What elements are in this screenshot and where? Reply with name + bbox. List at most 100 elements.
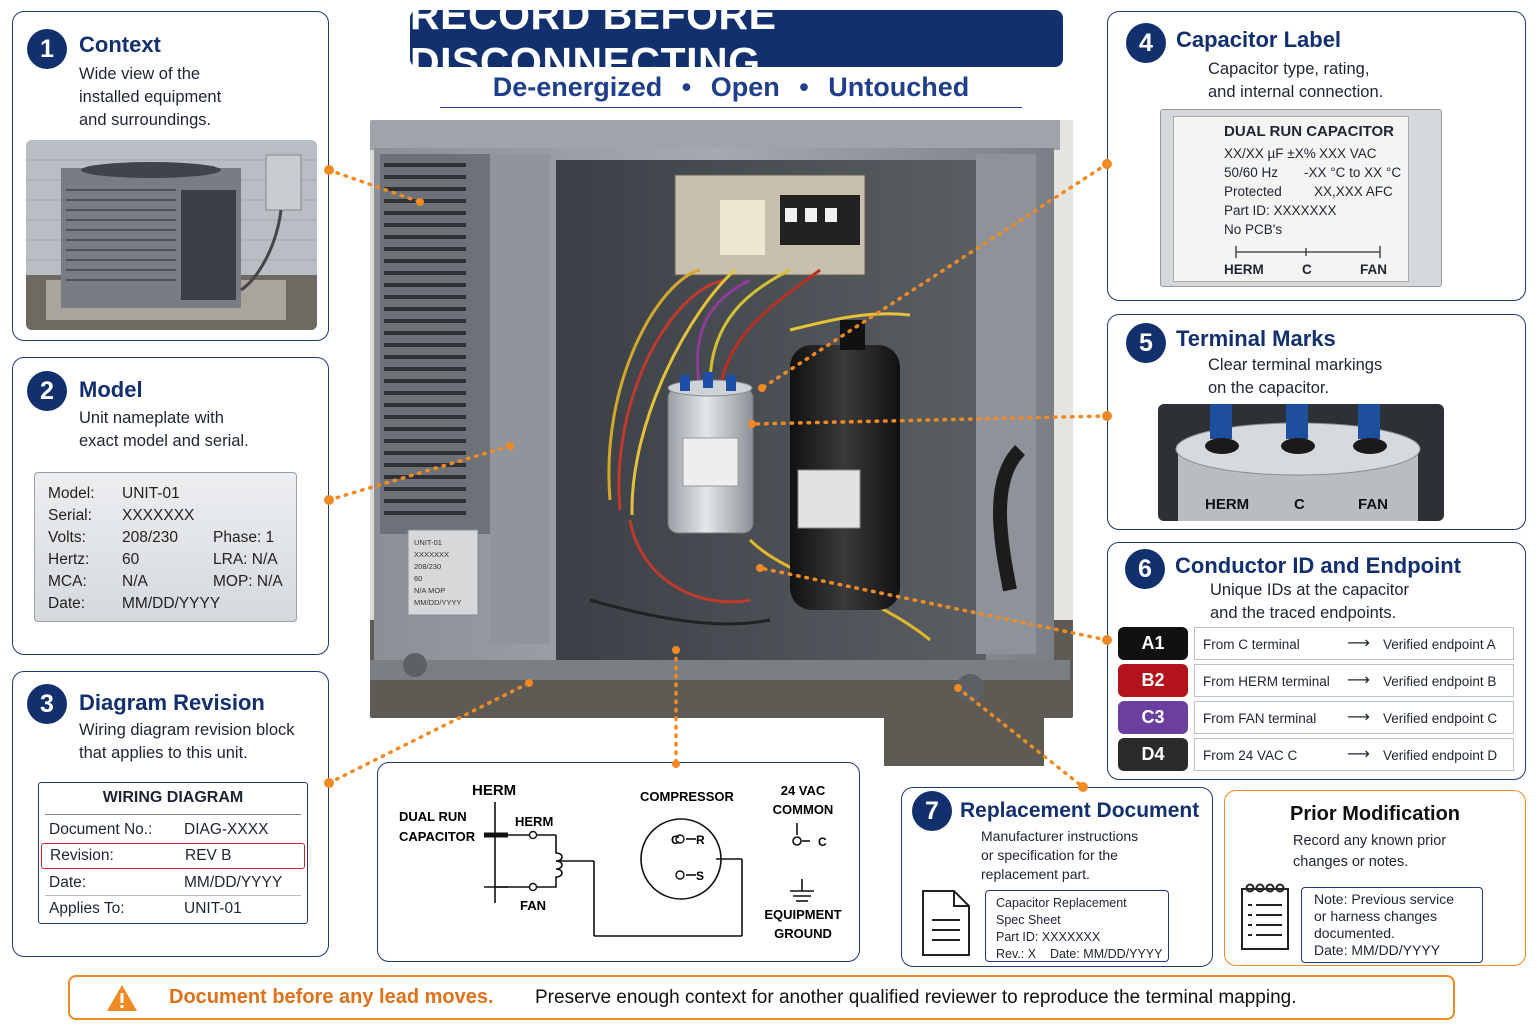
card-description: Unit nameplate with exact model and seri… (79, 409, 249, 450)
schematic-vac-c: C (818, 835, 827, 849)
photo-corner-strip (884, 718, 1044, 766)
card-title: Prior Modification (1290, 803, 1460, 825)
doc-line: Spec Sheet (996, 913, 1061, 927)
lra-label: LRA: N/A (213, 551, 278, 568)
warning-icon (107, 985, 137, 1011)
mca-value: N/A (122, 573, 148, 590)
conductor-from: From FAN terminal (1203, 711, 1317, 726)
row-label: Applies To: (49, 900, 125, 917)
card-terminal-marks: 5 Terminal Marks Clear terminal markings… (1107, 314, 1526, 530)
prior-note: Note: Previous service or harness change… (1301, 887, 1483, 963)
card-model: 2 Model Unit nameplate with exact model … (12, 357, 329, 655)
card-title: Diagram Revision (79, 690, 265, 715)
footer-warning: Document before any lead moves. Preserve… (68, 975, 1455, 1020)
doc-line: Rev.: X Date: MM/DD/YYYY (996, 947, 1163, 961)
schematic-c-terminal: C (671, 833, 680, 847)
warning-bold: Document before any lead moves. (169, 986, 494, 1008)
step-number: 5 (1126, 323, 1166, 363)
label-terminal-fan: FAN (1360, 262, 1387, 277)
conductor-from: From C terminal (1203, 637, 1300, 652)
card-title: Model (79, 377, 143, 402)
schematic-r-terminal: R (696, 833, 705, 847)
step-number: 4 (1126, 23, 1166, 63)
label-part-id: Part ID: XXXXXXX (1224, 203, 1337, 218)
terminal-mark-herm: HERM (1205, 496, 1250, 513)
conductor-endpoint: Verified endpoint A (1383, 637, 1496, 652)
doc-line: Part ID: XXXXXXX (996, 930, 1101, 944)
conductor-from: From 24 VAC C (1203, 748, 1298, 763)
date-value: MM/DD/YYYY (122, 595, 221, 612)
step-number: 1 (27, 29, 67, 69)
nameplate: Model: UNIT-01 Serial: XXXXXXX Volts: 20… (34, 472, 297, 622)
hertz-value: 60 (122, 551, 140, 568)
capacitor-label-frame: DUAL RUN CAPACITOR XX/XX µF ±X% XXX VAC … (1160, 109, 1442, 287)
card-title: Context (79, 32, 161, 57)
step-number: 6 (1125, 549, 1165, 589)
row-value: DIAG-XXXX (184, 821, 269, 838)
conductor-endpoint: Verified endpoint D (1383, 748, 1498, 763)
capacitor-label-sticker: DUAL RUN CAPACITOR XX/XX µF ±X% XXX VAC … (1173, 116, 1409, 282)
mop-label: MOP: N/A (213, 573, 283, 590)
label-terminal-herm: HERM (1224, 262, 1264, 277)
conductor-endpoint-row: From 24 VAC C⟶Verified endpoint D (1194, 738, 1514, 771)
terminal-mark-fan: FAN (1358, 496, 1388, 513)
step-number: 2 (27, 371, 67, 411)
date-label: Date: (48, 595, 86, 612)
table-row: Applies To: UNIT-01 (39, 896, 307, 922)
hertz-label: Hertz: (48, 551, 90, 568)
card-title: Conductor ID and Endpoint (1175, 553, 1461, 578)
terminal-line (1235, 246, 1381, 258)
card-diagram-revision: 3 Diagram Revision Wiring diagram revisi… (12, 671, 329, 957)
page-title: RECORD BEFORE DISCONNECTING (410, 0, 777, 85)
subtitle-open: Open (710, 72, 780, 102)
card-description: Unique IDs at the capacitor and the trac… (1210, 581, 1410, 622)
label-frequency: 50/60 Hz (1224, 165, 1279, 180)
conductor-from: From HERM terminal (1203, 674, 1330, 689)
subtitle-de-energized: De-energized (492, 72, 663, 102)
label-temperature: -XX °C to XX °C (1304, 165, 1402, 180)
photo-nameplate-lines: UNIT-01 XXXXXXX 208/230 60 N/A MOP MM/DD… (414, 538, 462, 607)
context-photo (26, 140, 317, 330)
phase-label: Phase: 1 (213, 529, 275, 546)
volts-value: 208/230 (122, 529, 179, 546)
terminal-mark-c: C (1294, 496, 1305, 513)
serial-label: Serial: (48, 507, 92, 524)
card-title: Replacement Document (960, 799, 1200, 822)
warning-text: Preserve enough context for another qual… (535, 987, 1297, 1008)
table-row: Date: MM/DD/YYYY (39, 870, 307, 896)
card-capacitor-label: 4 Capacitor Label Capacitor type, rating… (1107, 11, 1526, 301)
spec-sheet-box: Capacitor Replacement Spec Sheet Part ID… (985, 890, 1169, 962)
card-title: Terminal Marks (1176, 326, 1336, 351)
serial-value: XXXXXXX (122, 507, 195, 524)
photo-nameplate-line: 60 (414, 574, 422, 583)
photo-nameplate-line: UNIT-01 (414, 538, 442, 547)
arrow-right-icon: ⟶ (1347, 709, 1370, 726)
volts-label: Volts: (48, 529, 86, 546)
card-description: Wiring diagram revision block that appli… (79, 721, 295, 762)
conductor-id-badge: D4 (1118, 738, 1188, 771)
card-prior-modification: Prior Modification Record any known prio… (1224, 790, 1526, 966)
card-title: Capacitor Label (1176, 27, 1342, 52)
conductor-id-badge: A1 (1118, 627, 1188, 660)
conductor-endpoint-row: From C terminal⟶Verified endpoint A (1194, 627, 1514, 660)
label-capacitance: XX/XX µF ±X% (1224, 146, 1316, 161)
doc-line: Capacitor Replacement (996, 896, 1127, 910)
row-value: MM/DD/YYYY (184, 874, 283, 891)
card-description: Capacitor type, rating, and internal con… (1208, 60, 1384, 101)
label-protected: Protected (1224, 184, 1282, 199)
label-heading: DUAL RUN CAPACITOR (1224, 123, 1395, 140)
row-label: Document No.: (49, 821, 153, 838)
conductor-endpoint: Verified endpoint B (1383, 674, 1497, 689)
arrow-right-icon: ⟶ (1347, 672, 1370, 689)
conductor-endpoint-row: From FAN terminal⟶Verified endpoint C (1194, 701, 1514, 734)
table-heading: WIRING DIAGRAM (102, 789, 244, 806)
unit-photo: UNIT-01 XXXXXXX 208/230 60 N/A MOP MM/DD… (370, 120, 1073, 718)
model-label: Model: (48, 485, 95, 502)
photo-nameplate-line: N/A MOP (414, 586, 445, 595)
table-row-revision: Revision: REV B (41, 843, 305, 869)
